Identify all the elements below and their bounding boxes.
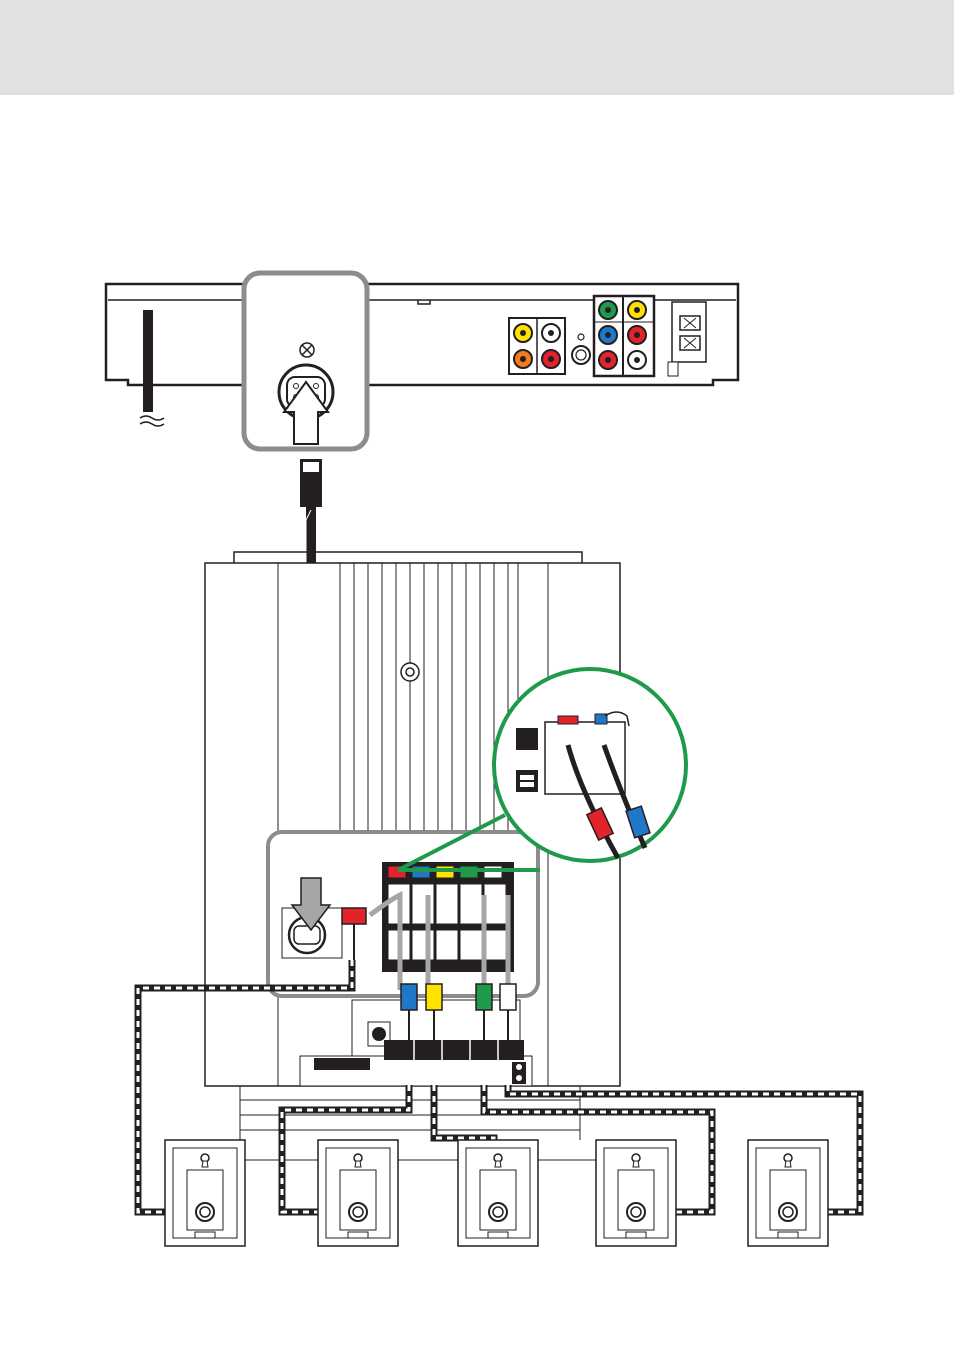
speaker-5: [748, 1140, 828, 1246]
keyhole-icon: [632, 1154, 640, 1167]
terminal-label-black: [516, 728, 538, 750]
speakers: [165, 1140, 828, 1246]
x-circle-icon: [300, 343, 314, 357]
plug-blue: [401, 984, 417, 1010]
mounting-screw: [401, 663, 419, 681]
plug-yellow: [426, 984, 442, 1010]
av-jacks-right: [594, 296, 654, 376]
speaker-4: [596, 1140, 676, 1246]
speaker-2: [318, 1140, 398, 1246]
keyhole-icon: [494, 1154, 502, 1167]
connector-highlight: [244, 273, 367, 449]
av-jacks-left: [509, 318, 565, 374]
keyhole-icon: [201, 1154, 209, 1167]
plug-white: [500, 984, 516, 1010]
keyhole-icon: [354, 1154, 362, 1167]
main-unit-rear-panel: [106, 284, 738, 426]
speaker-1: [165, 1140, 245, 1246]
terminal-label-striped: [516, 770, 538, 792]
plug-red: [342, 908, 366, 924]
plug-green: [476, 984, 492, 1010]
speaker-3: [458, 1140, 538, 1246]
keyhole-icon: [784, 1154, 792, 1167]
